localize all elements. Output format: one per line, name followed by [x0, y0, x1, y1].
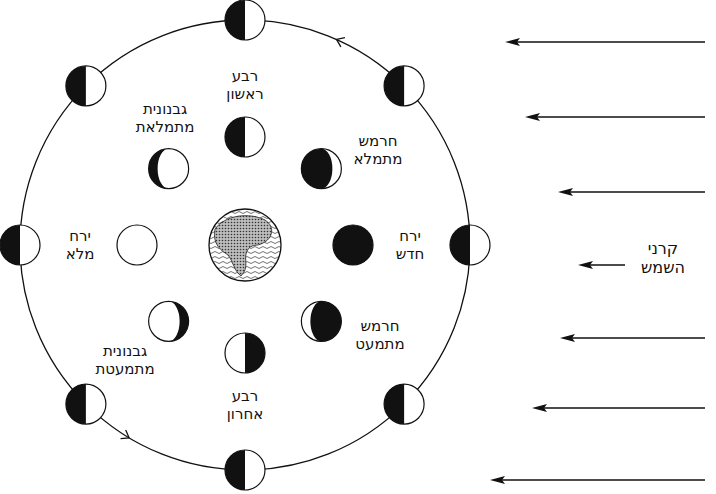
phase-label: גבנונית מתמלאת — [136, 100, 195, 136]
moon-phase-icon — [225, 333, 265, 373]
phase-label: חרמש מתמעט — [355, 317, 404, 353]
label-box: חרמש מתמלא — [354, 132, 403, 168]
label-box: ירח חדש — [396, 227, 425, 263]
orbit-moon — [225, 450, 265, 490]
moon-phase-icon — [301, 149, 341, 189]
orbit-circle — [20, 20, 470, 470]
phase-label: רבע ראשון — [226, 67, 263, 103]
moon-phase-icon — [225, 117, 265, 157]
sun-ray-arrow — [558, 188, 705, 196]
orbit-moon — [384, 384, 424, 424]
orbit-moon — [66, 384, 106, 424]
phase-label: ירח מלא — [66, 227, 95, 263]
moon-phase-icon — [301, 301, 341, 341]
orbit-moon — [225, 0, 265, 40]
moon-phase-icon — [149, 149, 189, 189]
orbit-moon — [0, 225, 40, 265]
orbit-direction-arrow — [121, 430, 130, 439]
earth — [209, 209, 281, 281]
label-box: גבנונית מתמעטת — [95, 342, 154, 378]
moon-phase-icon — [333, 225, 373, 265]
sun-ray-arrow — [532, 404, 705, 412]
label-box: קרני השמש — [641, 239, 685, 277]
orbit-moon — [384, 66, 424, 106]
sun-ray-arrow — [505, 38, 705, 46]
sun-rays-label: קרני השמש — [641, 239, 685, 277]
sun-ray-arrow — [578, 261, 625, 269]
moon-phase-icon — [149, 301, 189, 341]
phase-label: חרמש מתמלא — [354, 132, 403, 168]
phase-label: רבע אחרון — [227, 387, 263, 423]
sun-ray-arrow — [490, 476, 705, 484]
label-box: רבע אחרון — [227, 387, 263, 423]
orbit-direction-arrow — [337, 38, 345, 47]
phase-label: גבנונית מתמעטת — [95, 342, 154, 378]
moon-phase-icon — [117, 225, 157, 265]
label-box: רבע ראשון — [226, 67, 263, 103]
label-box: ירח מלא — [66, 227, 95, 263]
sun-ray-arrow — [560, 334, 705, 342]
orbit-moon — [66, 66, 106, 106]
orbit-moon — [450, 225, 490, 265]
label-box: חרמש מתמעט — [355, 317, 404, 353]
phase-label: ירח חדש — [396, 227, 425, 263]
label-box: גבנונית מתמלאת — [136, 100, 195, 136]
sun-ray-arrow — [525, 113, 705, 121]
